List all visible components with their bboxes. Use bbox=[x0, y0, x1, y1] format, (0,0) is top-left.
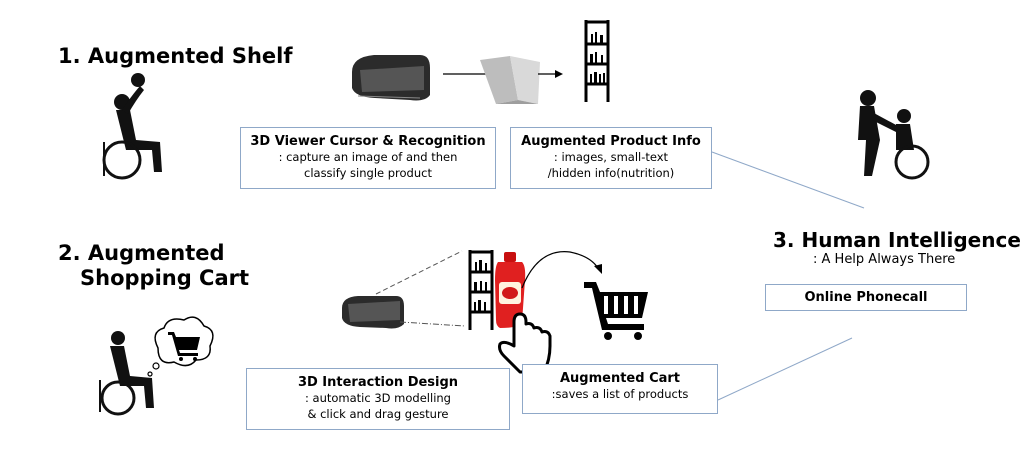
box-augmented-cart-line1: :saves a list of products bbox=[551, 387, 689, 401]
box-3d-interaction-design-title: 3D Interaction Design bbox=[297, 375, 459, 390]
product-box-icon bbox=[480, 56, 540, 104]
box-augmented-product-info-title: Augmented Product Info bbox=[521, 134, 701, 149]
section-2-number: 2. bbox=[58, 241, 81, 265]
section-1-number: 1. bbox=[58, 44, 81, 68]
bookshelf-icon-bottom bbox=[468, 250, 494, 330]
section-3-number: 3. bbox=[773, 228, 795, 252]
box-augmented-product-info: Augmented Product Info : images, small-t… bbox=[510, 127, 712, 189]
projection-line-bottom bbox=[399, 321, 466, 327]
section-3-title: Human Intelligence bbox=[801, 228, 1021, 252]
section-1-title: Augmented Shelf bbox=[87, 44, 293, 68]
connector-info-to-human bbox=[711, 151, 865, 209]
wheelchair-user-icon-1 bbox=[102, 73, 162, 180]
arrow-box-to-shelf-head bbox=[555, 70, 563, 78]
hololens-headset-icon-top bbox=[352, 55, 430, 101]
pointing-hand-icon bbox=[498, 312, 552, 374]
section-2-title-line2: Shopping Cart bbox=[80, 266, 250, 290]
section-2-heading-line2: Shopping Cart bbox=[80, 266, 249, 290]
section-3-subtitle: : A Help Always There bbox=[813, 252, 956, 267]
ketchup-bottle-icon bbox=[495, 252, 526, 328]
bookshelf-books-top bbox=[590, 32, 605, 83]
connector-cart-to-human bbox=[717, 337, 853, 401]
section-1-heading: 1. Augmented Shelf bbox=[58, 44, 293, 68]
shopping-cart-icon-main bbox=[584, 282, 648, 340]
section-2-title-line1: Augmented bbox=[87, 241, 225, 265]
box-augmented-product-info-line1: : images, small-text bbox=[553, 150, 669, 164]
hololens-headset-icon-bottom bbox=[342, 296, 404, 329]
box-augmented-product-info-line2: /hidden info(nutrition) bbox=[547, 166, 675, 180]
box-3d-interaction-design-line1: : automatic 3D modelling bbox=[305, 391, 451, 405]
bookshelf-books-bottom bbox=[474, 260, 487, 311]
shopping-cart-icon-thought bbox=[168, 332, 200, 361]
box-3d-interaction-design: 3D Interaction Design : automatic 3D mod… bbox=[246, 368, 510, 430]
drag-arrow bbox=[521, 251, 599, 289]
box-online-phonecall-label: Online Phonecall bbox=[804, 290, 928, 305]
wheelchair-user-icon-2 bbox=[99, 331, 154, 416]
box-3d-viewer: 3D Viewer Cursor & Recognition : capture… bbox=[240, 127, 496, 189]
box-augmented-cart-title: Augmented Cart bbox=[559, 371, 681, 386]
box-3d-viewer-line2: classify single product bbox=[304, 166, 432, 180]
box-3d-viewer-title: 3D Viewer Cursor & Recognition bbox=[250, 134, 486, 149]
section-2-heading: 2. Augmented bbox=[58, 241, 225, 265]
box-3d-viewer-line1: : capture an image of and then bbox=[278, 150, 458, 164]
wheelchair-user-icon-3 bbox=[858, 90, 930, 180]
box-3d-interaction-design-line2: & click and drag gesture bbox=[307, 407, 449, 421]
thought-bubble-icon bbox=[147, 316, 214, 377]
box-online-phonecall: Online Phonecall bbox=[765, 284, 967, 311]
section-3-heading: 3. Human Intelligence bbox=[773, 228, 1021, 252]
drag-arrow-head bbox=[594, 264, 602, 274]
box-augmented-cart: Augmented Cart :saves a list of products bbox=[522, 364, 718, 414]
bookshelf-icon-top bbox=[584, 20, 610, 102]
projection-line-top bbox=[375, 250, 463, 295]
